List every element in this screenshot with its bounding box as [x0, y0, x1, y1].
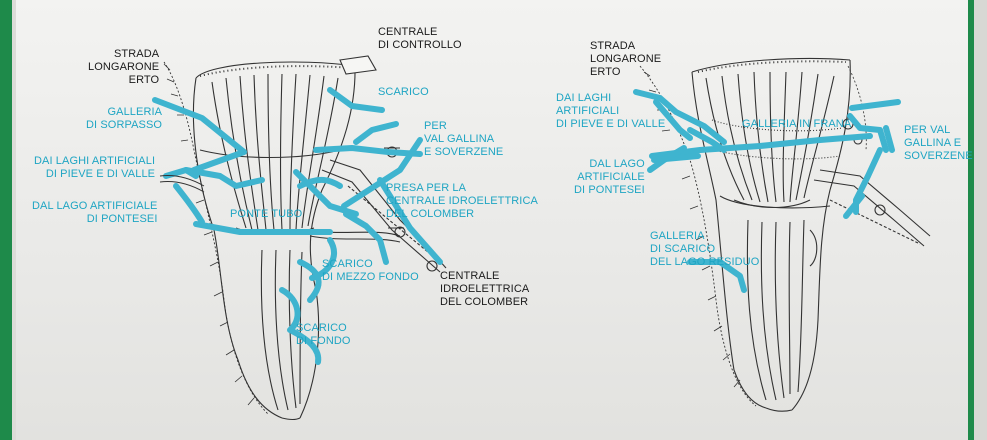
left-green-frame	[0, 0, 12, 440]
label-dai-laghi-artificiali: DAI LAGHI ARTIFICIALI DI PIEVE E DI VALL…	[34, 155, 156, 180]
label-presa-centrale-colomber: PRESA PER LA CENTRALE IDROELETTRICA DEL …	[386, 182, 538, 220]
label-centrale-idroelettrica-colomber: CENTRALE IDROELETTRICA DEL COLOMBER	[440, 270, 530, 308]
label-right-strada-longarone-erto: STRADA LONGARONE ERTO	[590, 40, 662, 78]
label-right-dai-laghi: DAI LAGHI ARTIFICIALI DI PIEVE E DI VALL…	[556, 92, 666, 130]
label-galleria-scarico-lago-residuo: GALLERIA DI SCARICO DEL LAGO RESIDUO	[650, 230, 760, 268]
label-dal-lago-pontesei: DAL LAGO ARTIFICIALE DI PONTESEI	[32, 200, 158, 225]
label-right-dal-lago-pontesei: DAL LAGO ARTIFICIALE DI PONTESEI	[574, 158, 645, 196]
label-scarico-di-mezzo-fondo: SCARICO DI MEZZO FONDO	[322, 258, 419, 283]
label-strada-longarone-erto: STRADA LONGARONE ERTO	[88, 48, 160, 86]
label-right-per-val-gallina: PER VAL GALLINA E SOVERZENE	[904, 124, 973, 162]
right-green-frame	[968, 0, 974, 440]
label-galleria-di-sorpasso: GALLERIA DI SORPASSO	[86, 106, 163, 131]
label-scarico: SCARICO	[378, 86, 429, 98]
label-galleria-in-frana: GALLERIA IN FRANA	[742, 118, 852, 130]
left-frame-edge	[12, 0, 16, 440]
right-frame-edge	[974, 0, 987, 440]
label-scarico-di-fondo: SCARICO DI FONDO	[296, 322, 351, 347]
label-centrale-di-controllo: CENTRALE DI CONTROLLO	[378, 26, 462, 51]
label-per-val-gallina: PER VAL GALLINA E SOVERZENE	[424, 120, 504, 158]
label-ponte-tubo: PONTE TUBO	[230, 208, 303, 220]
